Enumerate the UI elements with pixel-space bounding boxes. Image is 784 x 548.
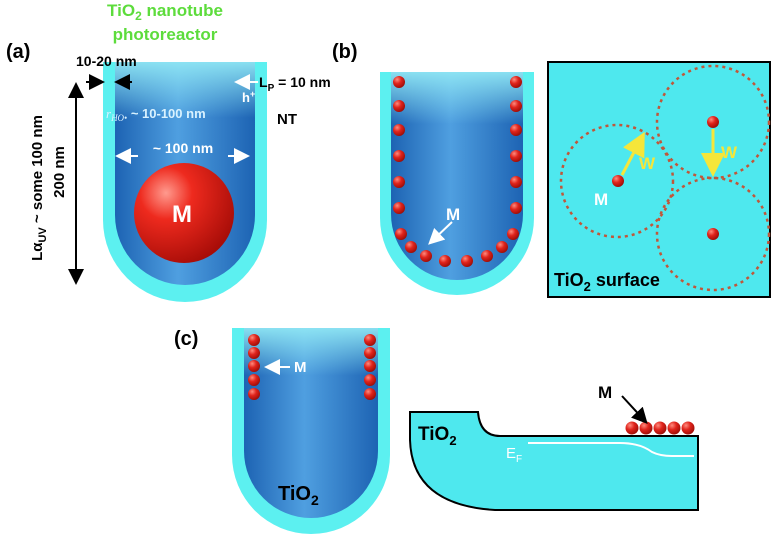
panel-c-left-particle xyxy=(248,334,260,346)
slab-particle xyxy=(639,421,653,435)
slab-particle xyxy=(681,421,695,435)
panel-c-left-particle xyxy=(248,374,260,386)
panel-b-left-particle xyxy=(393,124,405,136)
surface-particle-2 xyxy=(707,116,719,128)
surface-particle-1 xyxy=(612,175,624,187)
panel-a-label: (a) xyxy=(6,41,30,63)
panel-c-right-particle xyxy=(364,360,376,372)
panel-a-metal-particle xyxy=(134,163,234,263)
panel-b: (b) M W W M TiO2 surface xyxy=(332,41,771,298)
panel-b-right-particle xyxy=(510,100,522,112)
exclusion-circle-2 xyxy=(655,64,771,180)
panel-a-particle-label: M xyxy=(172,201,192,228)
panel-b-left-particle xyxy=(393,176,405,188)
panel-b-bottom-particle xyxy=(461,255,473,267)
panel-b-right-particle xyxy=(510,124,522,136)
panel-c-right-particle xyxy=(364,388,376,400)
panel-b-bottom-particle xyxy=(439,255,451,267)
panel-c-label: (c) xyxy=(174,328,198,350)
panel-c-right-particle xyxy=(364,347,376,359)
panel-b-left-particle xyxy=(393,100,405,112)
tio2-surface-box xyxy=(547,61,771,298)
tio2-slab xyxy=(409,411,699,511)
nanotube-label: NT xyxy=(277,111,297,128)
slab-particle xyxy=(625,421,639,435)
slab-label: TiO2 xyxy=(418,424,457,448)
spacing-label-2: W xyxy=(721,143,738,162)
panel-c-tube-particles xyxy=(248,334,376,400)
panel-a: (a) M 10-20 nm LP = 10 nm h+ rHO• ~ 10-1… xyxy=(6,41,331,302)
exclusion-circle-3 xyxy=(655,176,771,292)
figure-title-line2: photoreactor xyxy=(113,25,218,44)
panel-b-bottom-particle xyxy=(395,228,407,240)
surface-particle-label: M xyxy=(594,190,608,209)
figure-title-line1: TiO2 nanotube xyxy=(107,1,223,23)
panel-c-left-particle xyxy=(248,388,260,400)
hole-label: h+ xyxy=(242,89,255,105)
slab-particle-label: M xyxy=(598,383,612,402)
panel-c: (c) M TiO2 TiO2 EF M xyxy=(174,328,699,534)
panel-c-tube-particle-label: M xyxy=(294,359,307,376)
exclusion-circle-1 xyxy=(559,123,675,239)
panel-c-left-particle xyxy=(248,360,260,372)
penetration-depth-label: LαUV ~ some 100 nm xyxy=(29,115,49,261)
panel-b-bottom-particle xyxy=(496,241,508,253)
panel-b-particle-label: M xyxy=(446,205,460,224)
panel-c-tube-label: TiO2 xyxy=(278,483,319,508)
panel-b-bottom-particle xyxy=(481,250,493,262)
panel-b-right-particle xyxy=(510,176,522,188)
surface-title: TiO2 surface xyxy=(554,270,660,294)
panel-b-bottom-particle xyxy=(420,250,432,262)
slab-particle xyxy=(667,421,681,435)
panel-b-right-particle xyxy=(510,76,522,88)
panel-b-label: (b) xyxy=(332,41,358,63)
diffusion-length-label: LP = 10 nm xyxy=(259,74,331,94)
spacing-arrow-1 xyxy=(620,131,645,176)
slab-particle xyxy=(653,421,667,435)
panel-c-left-particle xyxy=(248,347,260,359)
wall-thickness-label: 10-20 nm xyxy=(76,53,137,69)
panel-c-right-particle xyxy=(364,334,376,346)
surface-particle-3 xyxy=(707,228,719,240)
panel-c-right-particle xyxy=(364,374,376,386)
panel-b-left-particle xyxy=(393,150,405,162)
slab-particles xyxy=(625,421,695,435)
panel-b-bottom-particle xyxy=(405,241,417,253)
panel-b-particles xyxy=(393,76,522,267)
diameter-label: ~ 100 nm xyxy=(153,140,213,156)
panel-b-right-particle xyxy=(510,202,522,214)
panel-b-left-particle xyxy=(393,202,405,214)
panel-b-bottom-particle xyxy=(507,228,519,240)
panel-b-left-particle xyxy=(393,76,405,88)
spacing-label-1: W xyxy=(639,154,656,173)
depth-200-label: 200 nm xyxy=(51,146,68,198)
panel-b-right-particle xyxy=(510,150,522,162)
radical-radius-label: rHO• ~ 10-100 nm xyxy=(106,106,206,123)
fermi-level-label: EF xyxy=(506,445,522,465)
fermi-level-line xyxy=(528,442,694,457)
